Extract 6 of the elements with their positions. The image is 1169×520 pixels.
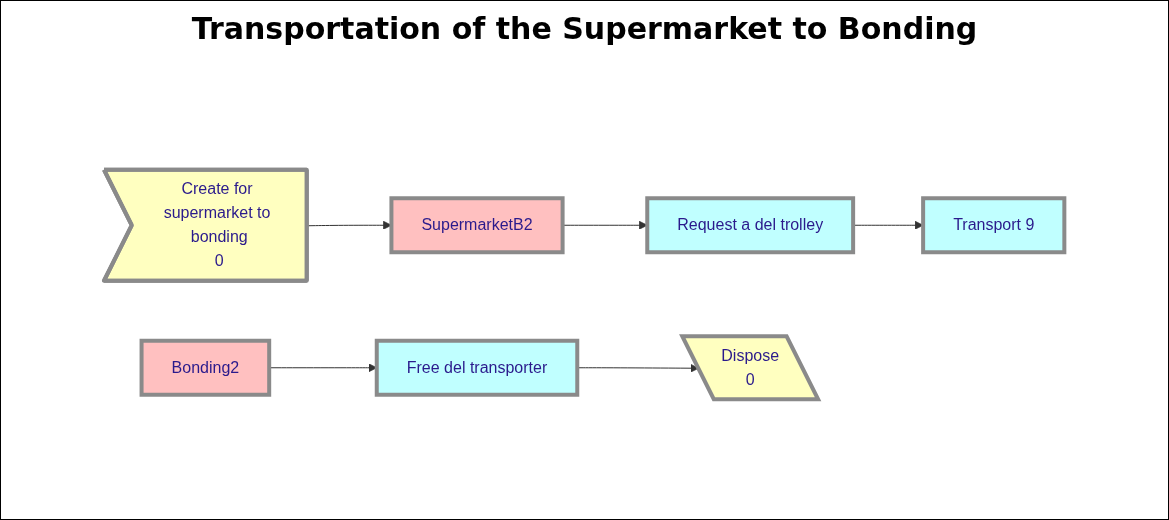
node-box: Bonding2 xyxy=(139,338,272,397)
node-box: Transport 9 xyxy=(921,196,1067,255)
node-box: Request a del trolley xyxy=(645,196,856,255)
diagram-title: Transportation of the Supermarket to Bonding xyxy=(191,11,978,46)
node-box: SupermarketB2 xyxy=(389,196,565,255)
node-box: Free del transporter xyxy=(375,338,580,397)
